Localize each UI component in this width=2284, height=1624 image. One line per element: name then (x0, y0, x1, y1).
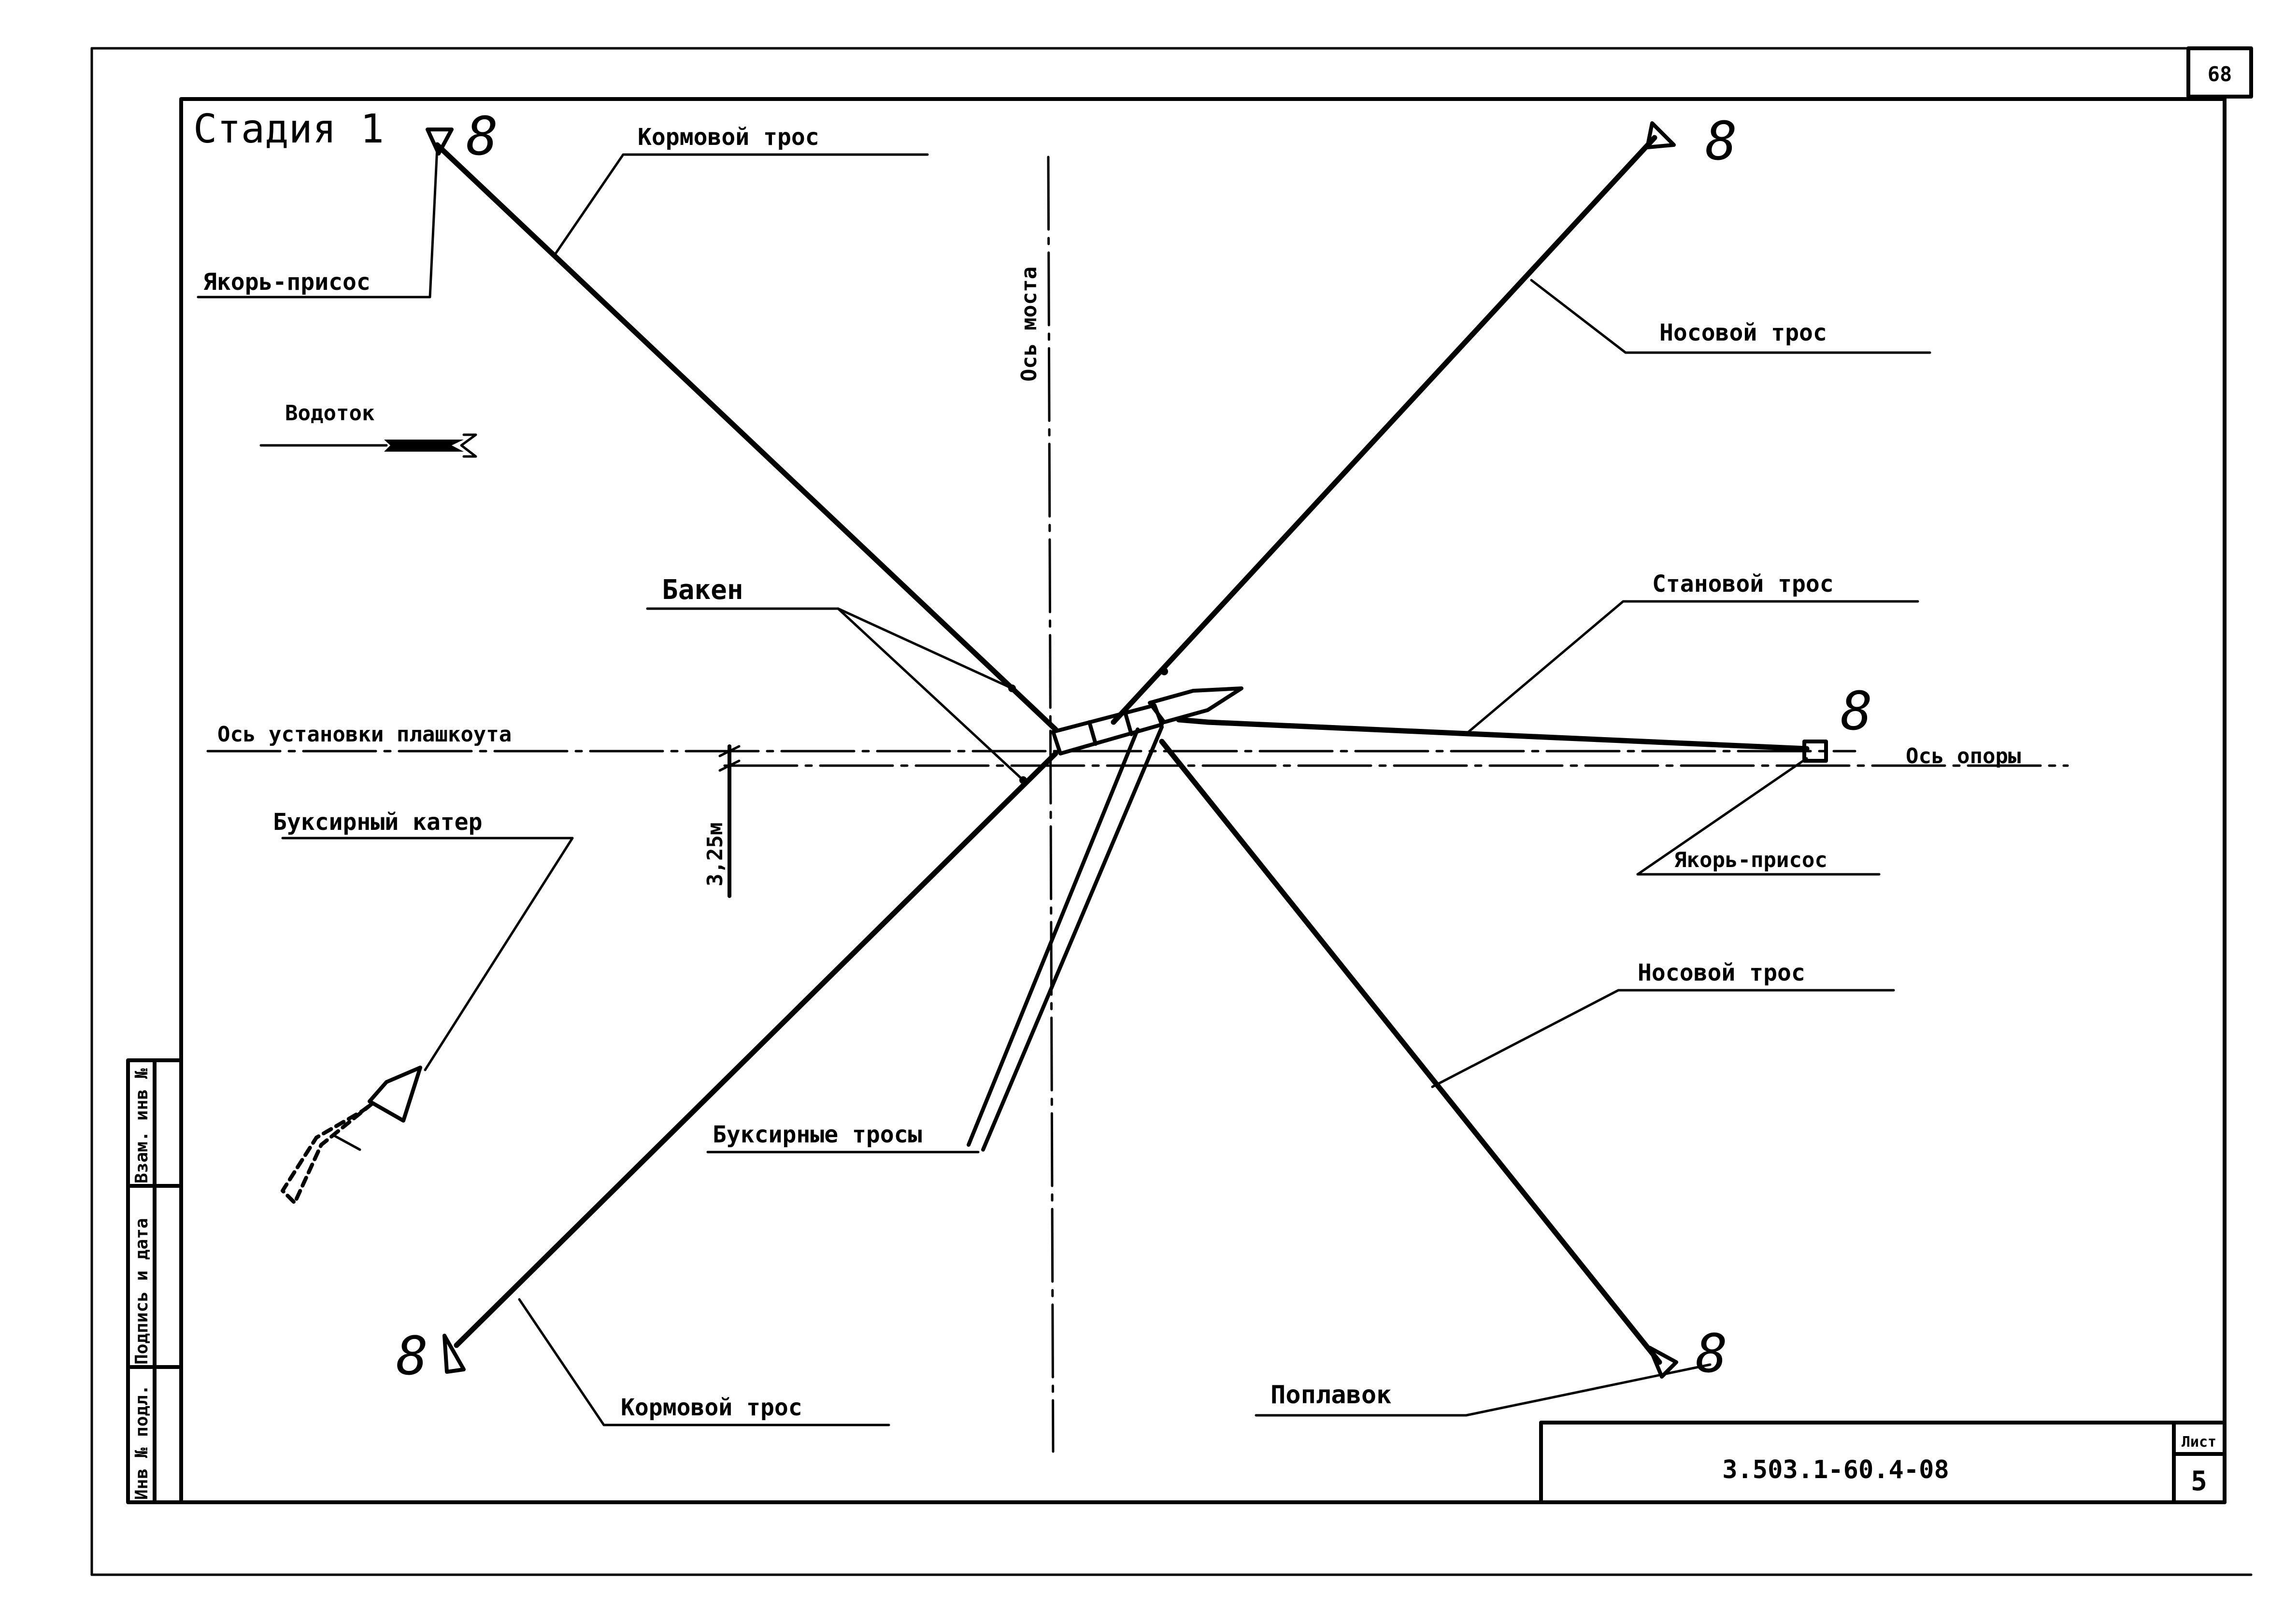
sheet-number: 5 (2191, 1466, 2207, 1497)
anchor-left-label: Якорь-присос (203, 269, 371, 296)
stern-cable-top-label: Кормовой трос (638, 124, 819, 151)
bow-cable-top-label: Носовой трос (1659, 319, 1827, 346)
support-axis-label: Ось опоры (1906, 744, 2021, 769)
page-number: 68 (2208, 62, 2232, 86)
bridge-axis-line (1047, 156, 1055, 1453)
stern-cable-top (434, 142, 1058, 732)
anchor-right-label: Якорь-присос (1674, 848, 1827, 872)
page-number-box: 68 (2186, 46, 2253, 99)
side-stamp: Инв № подл. Подпись и дата Взам. инв № (126, 1058, 183, 1504)
drawing-code: 3.503.1-60.4-08 (1722, 1455, 1949, 1484)
pontoon-axis-label: Ось установки плашкоута (217, 722, 512, 747)
tow-cable-a (981, 725, 1164, 1152)
mooring-cable (1176, 717, 1810, 752)
anchor-number-bottom-right: 8 (1696, 1323, 1727, 1384)
stern-cable-bottom (454, 751, 1058, 1348)
sheet-border (90, 47, 2253, 1576)
mooring-cable-label: Становой трос (1652, 570, 1834, 598)
cables (434, 135, 1810, 1365)
stamp-inv-replace: Взам. инв № (132, 1068, 152, 1183)
current-arrow (259, 433, 477, 458)
anchor-number-bottom-left: 8 (396, 1325, 428, 1387)
bow-cable-top-leader (1530, 279, 1931, 354)
anchor-bottom-left (443, 1334, 466, 1374)
bow-cable-bottom-leader (1431, 989, 1895, 1088)
tug-label: Буксирный катер (273, 809, 482, 836)
float-leader (1255, 1363, 1712, 1417)
anchor-number-top-left: 8 (466, 105, 498, 167)
anchor-top-left (426, 128, 454, 156)
offset-dimension (718, 744, 741, 898)
float-label: Поплавок (1270, 1381, 1391, 1410)
anchors (426, 121, 1828, 1379)
anchor-right (1802, 740, 1828, 763)
bridge-axis-label: Ось моста (1017, 267, 1042, 382)
anchor-left-leader (197, 146, 439, 299)
current-label: Водоток (285, 401, 374, 426)
stern-cable-bottom-label: Кормовой трос (621, 1394, 802, 1421)
buoys (646, 607, 1168, 784)
anchor-bottom-right (1648, 1346, 1678, 1379)
bow-cable-bottom (1159, 739, 1662, 1365)
offset-label: 3,25м (703, 823, 728, 886)
title-block: 3.503.1-60.4-08 Лист 5 (1539, 1421, 2227, 1504)
pontoon (1051, 686, 1243, 755)
buoy-label: Бакен (662, 574, 743, 606)
stamp-inv-podl: Инв № подл. (132, 1385, 152, 1500)
buoy-marker (1160, 668, 1168, 675)
anchor-right-leader (1636, 757, 1881, 876)
tow-cable-b (967, 727, 1140, 1147)
bow-cable-top (1111, 135, 1657, 725)
mooring-cable-leader (1467, 600, 1919, 733)
stern-cable-top-leader (554, 153, 929, 255)
stamp-signature-date: Подпись и дата (132, 1218, 152, 1365)
tug-boat (281, 837, 574, 1205)
sheet-label: Лист (2182, 1434, 2216, 1451)
stage-title: Стадия 1 (193, 106, 384, 152)
anchor-number-right: 8 (1841, 680, 1872, 742)
axes (206, 156, 2069, 1453)
anchor-number-top-right: 8 (1705, 110, 1737, 172)
stern-cable-bottom-leader (518, 1298, 890, 1426)
bow-cable-bottom-label: Носовой трос (1638, 959, 1805, 986)
tow-cables-label: Буксирные тросы (713, 1121, 922, 1148)
anchor-top-right (1645, 121, 1676, 149)
